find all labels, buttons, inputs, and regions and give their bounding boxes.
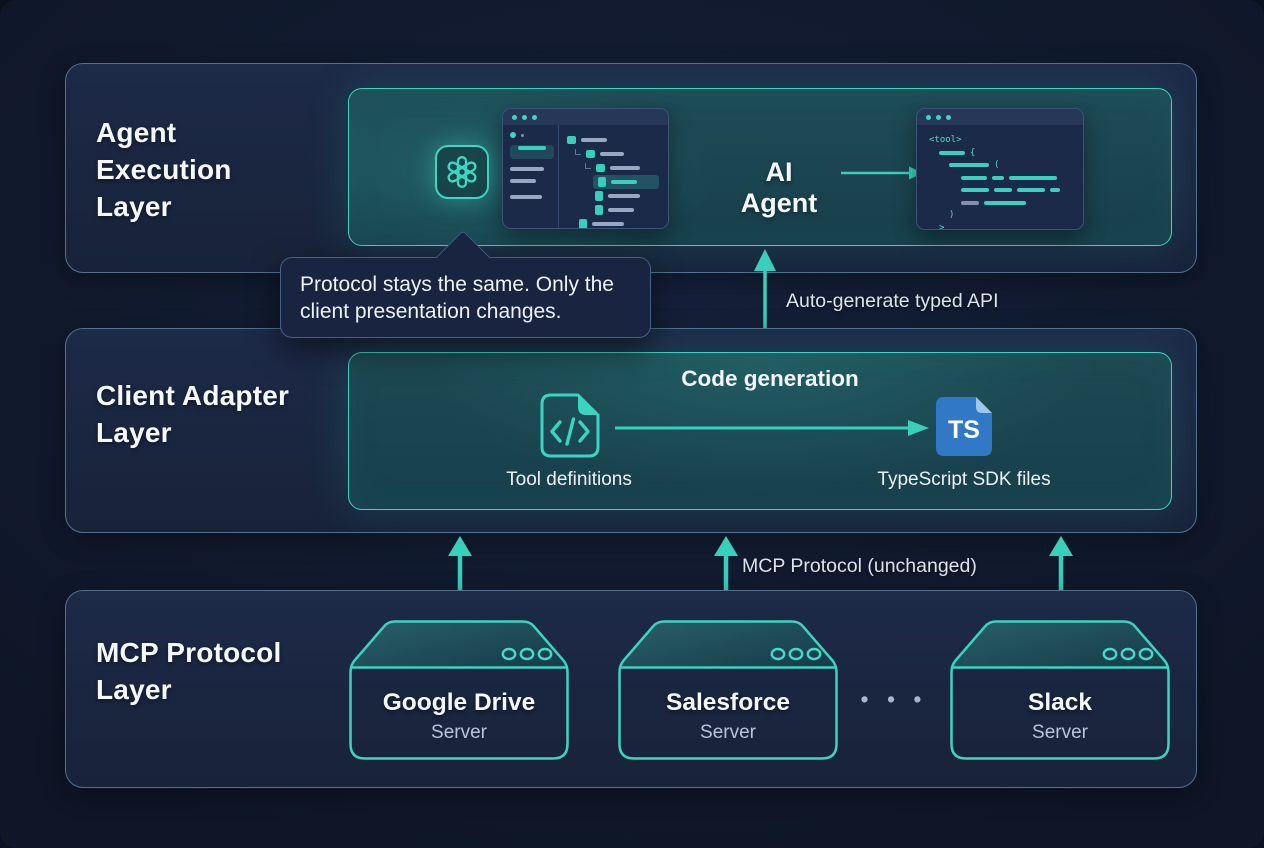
client-adapter-layer-label: Client Adapter Layer [96,380,290,448]
code-generation-panel: Code generation Tool definitions TS Type… [348,352,1172,510]
server-box-google-drive: Google Drive Server [348,619,570,761]
window-dot-icon [946,114,951,120]
window-titlebar [503,109,668,125]
typescript-sdk-label: TypeScript SDK files [877,469,1051,490]
openai-logo-icon [435,145,489,199]
code-token: ( [994,160,1000,171]
selected-file-row [593,175,659,189]
file-icon [598,177,606,187]
server-type: Server [700,722,756,743]
bubble-text: Protocol stays the same. Only the client… [300,273,614,323]
openai-flower-icon [447,155,477,189]
server-box-icon [950,620,1170,760]
window-dot-icon [522,114,527,120]
more-servers-ellipsis: • • • [860,686,928,712]
code-token: > [939,222,945,230]
ai-agent-arrow [841,166,923,180]
code-window: <tool> { ( ) > </tool> [916,108,1084,230]
agent-execution-inner-panel: AI Agent <tool> { ( ) > </tool> [348,88,1172,246]
file-icon [595,191,603,201]
server-box-salesforce: Salesforce Server [617,619,839,761]
server-vents-icon [1102,647,1154,661]
agent-execution-layer-label: Agent Execution Layer [96,117,232,222]
tool-definitions-label: Tool definitions [506,469,632,490]
server-name: Salesforce [666,689,790,716]
server-box-slack: Slack Server [949,619,1171,761]
window-titlebar [917,109,1083,125]
typescript-file-icon: TS [936,397,992,456]
ai-agent-label: AI Agent [740,157,818,218]
file-explorer-window [502,108,669,229]
server-box-icon [349,620,569,760]
callout-bubble: Protocol stays the same. Only the client… [280,230,651,338]
server-vents-icon [501,647,553,661]
auto-generate-label: Auto-generate typed API [786,290,999,312]
window-dot-icon [512,114,517,120]
window-dot-icon [936,114,941,120]
ts-badge-text: TS [948,416,980,444]
server-name: Google Drive [382,689,536,716]
folder-icon [567,136,576,144]
folder-icon [596,164,605,172]
file-icon [579,219,587,228]
tree-elbow-icon [575,149,581,155]
file-tree [559,125,668,228]
tree-elbow-icon [585,163,591,169]
code-open-tag: <tool> [929,135,962,146]
mcp-protocol-label: MCP Protocol (unchanged) [742,555,977,577]
folder-icon [586,150,595,158]
server-type: Server [1032,722,1088,743]
server-vents-icon [770,647,822,661]
server-name: Slack [1027,689,1093,716]
code-token: ) [949,210,955,221]
mcp-protocol-layer-label: MCP Protocol Layer [96,637,282,705]
server-type: Server [431,722,487,743]
file-explorer-sidebar [503,125,559,228]
code-window-body: <tool> { ( ) > </tool> [917,125,1083,229]
code-generation-arrow [615,420,929,436]
file-explorer-body [503,125,668,228]
server-box-icon [618,620,838,760]
sidebar-selected-item [510,145,554,159]
file-icon [595,205,603,215]
code-file-icon [540,393,600,458]
window-dot-icon [926,114,931,120]
code-token: { [970,147,976,158]
code-generation-title: Code generation [681,366,859,391]
window-dot-icon [532,114,537,120]
